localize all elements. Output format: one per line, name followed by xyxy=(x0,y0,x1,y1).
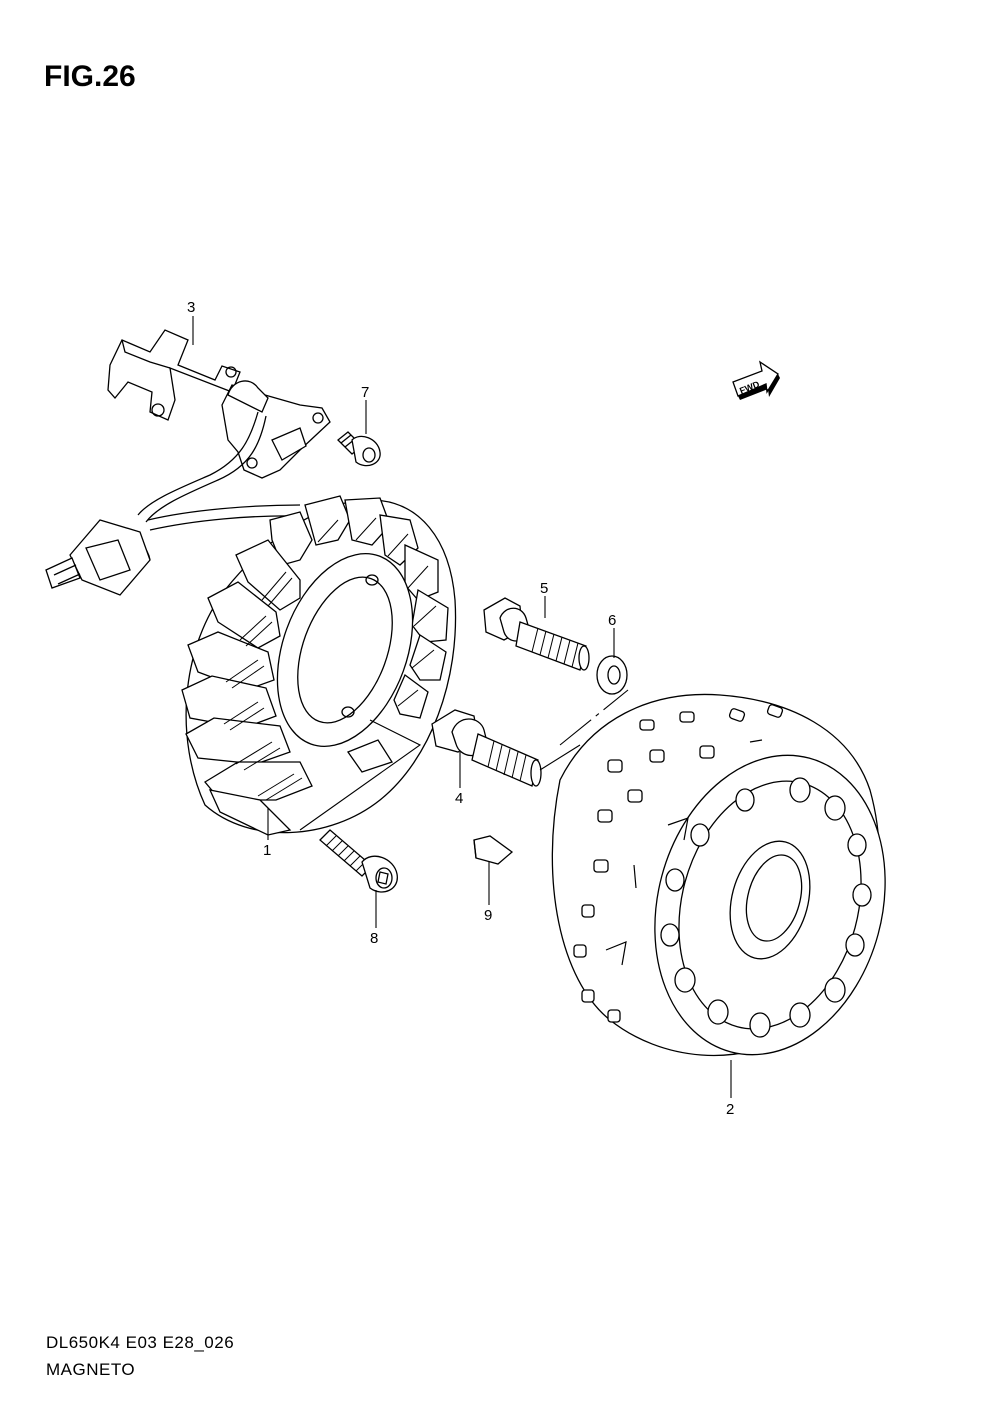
callout-2: 2 xyxy=(726,1101,734,1118)
callout-6: 6 xyxy=(608,612,616,629)
callout-3: 3 xyxy=(187,299,195,316)
figure-name: MAGNETO xyxy=(46,1360,136,1379)
fwd-arrow-icon: FWD xyxy=(732,360,780,400)
callout-1: 1 xyxy=(263,842,271,859)
callout-leaders xyxy=(192,316,732,1098)
part-1-stator xyxy=(181,495,457,836)
callout-9: 9 xyxy=(484,907,492,924)
callout-8: 8 xyxy=(370,930,378,947)
part-6-washer xyxy=(596,655,628,695)
assembly-lines xyxy=(299,689,629,831)
part-2-rotor xyxy=(551,693,886,1057)
callout-5: 5 xyxy=(540,580,548,597)
part-4-bolt xyxy=(431,709,542,787)
figure-title: FIG.26 xyxy=(44,60,136,93)
callout-7: 7 xyxy=(361,384,369,401)
part-3-bracket-harness xyxy=(45,329,331,596)
part-5-bolt xyxy=(483,597,590,671)
figure-code: DL650K4 E03 E28_026 xyxy=(46,1333,235,1352)
part-9-key xyxy=(473,835,514,865)
part-8-screw xyxy=(319,829,398,893)
callout-4: 4 xyxy=(455,790,463,807)
part-7-bolt xyxy=(337,431,381,467)
